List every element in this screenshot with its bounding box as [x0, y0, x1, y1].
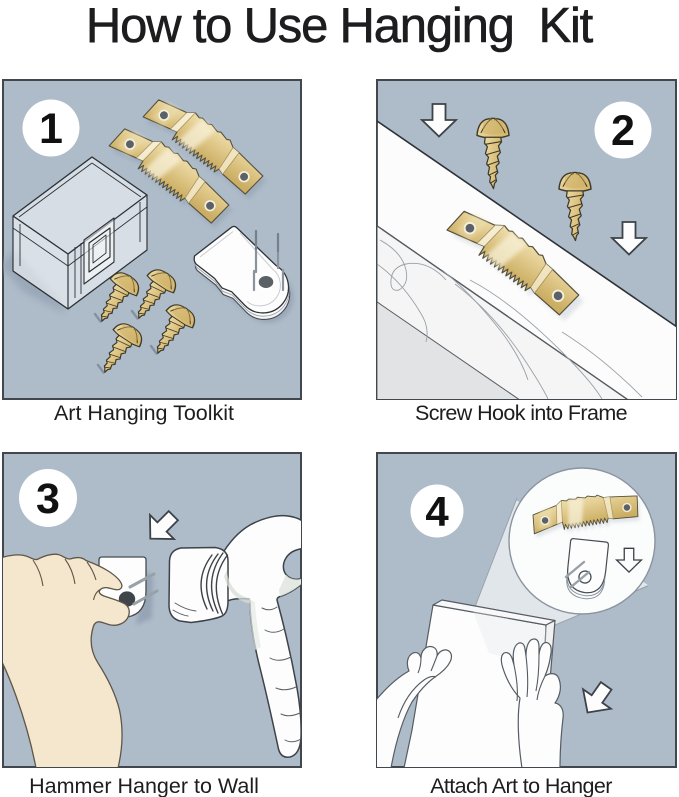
svg-text:Hammer Hanger to Wall: Hammer Hanger to Wall [29, 774, 259, 797]
svg-text:Screw Hook into Frame: Screw Hook into Frame [415, 401, 627, 425]
svg-text:Attach Art to Hanger: Attach Art to Hanger [430, 774, 612, 797]
svg-text:Art Hanging Toolkit: Art Hanging Toolkit [54, 401, 234, 425]
svg-text:3: 3 [36, 475, 60, 523]
svg-text:How to Use Hanging Kit: How to Use Hanging Kit [86, 0, 594, 53]
svg-text:1: 1 [39, 105, 63, 153]
svg-text:2: 2 [611, 107, 635, 155]
svg-text:4: 4 [425, 488, 449, 535]
